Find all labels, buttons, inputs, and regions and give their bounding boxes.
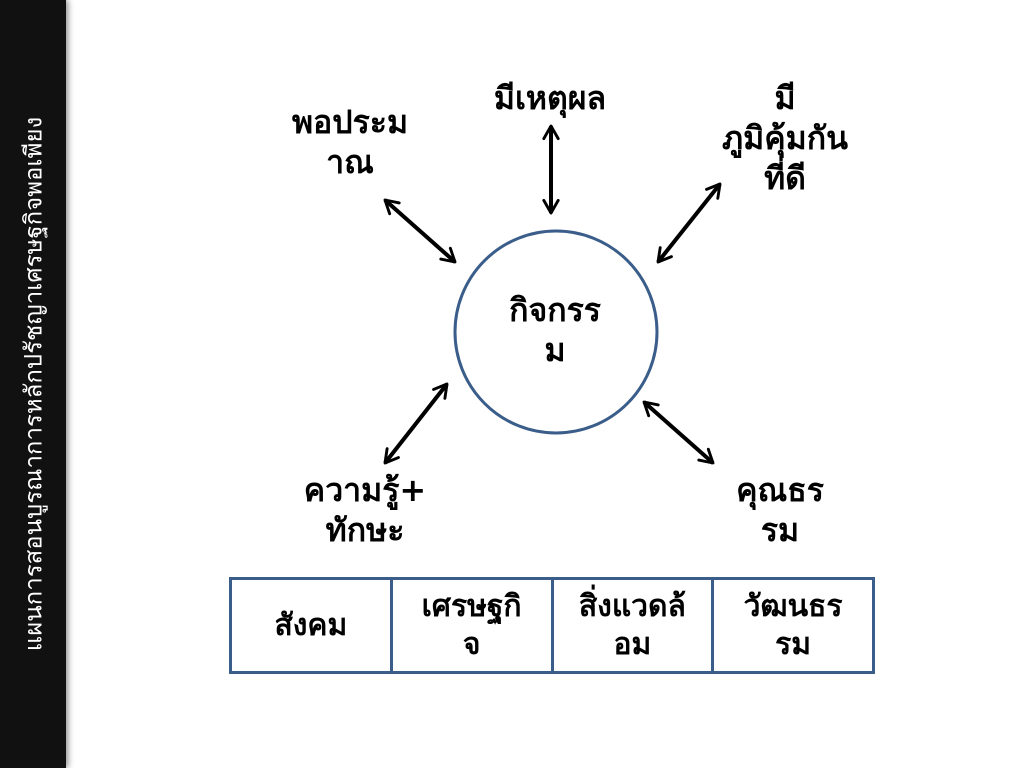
dimension-table: สังคม เศรษฐกิ จ สิ่งแวดล้ อม วัฒนธร รม [229, 577, 875, 674]
arrow-bottom-left [383, 382, 449, 465]
side-bar: แผนการสอนบูรณาการหลักปรัชญาเศรษฐกิจพอเพี… [0, 0, 66, 768]
arrow-top-left [383, 198, 457, 264]
node-label-top-left: พอประม าณ [291, 103, 409, 181]
center-label: กิจกรร ม [509, 291, 601, 369]
node-label-bottom-left: ความรู้+ ทักษะ [303, 471, 427, 549]
node-label-top-right: มี ภูมิคุ้มกัน ที่ดี [722, 79, 848, 197]
table-cell: สิ่งแวดล้ อม [554, 580, 715, 671]
arrow-top-right [656, 182, 722, 264]
node-label-top: มีเหตุผล [493, 79, 607, 117]
table-cell: สังคม [232, 580, 393, 671]
node-label-bottom-right: คุณธร รม [736, 471, 824, 549]
table-cell: วัฒนธร รม [743, 588, 843, 662]
arrow-bottom-right [642, 400, 715, 465]
center-circle [453, 229, 659, 435]
table-cell: เศรษฐกิ จ [393, 580, 554, 671]
